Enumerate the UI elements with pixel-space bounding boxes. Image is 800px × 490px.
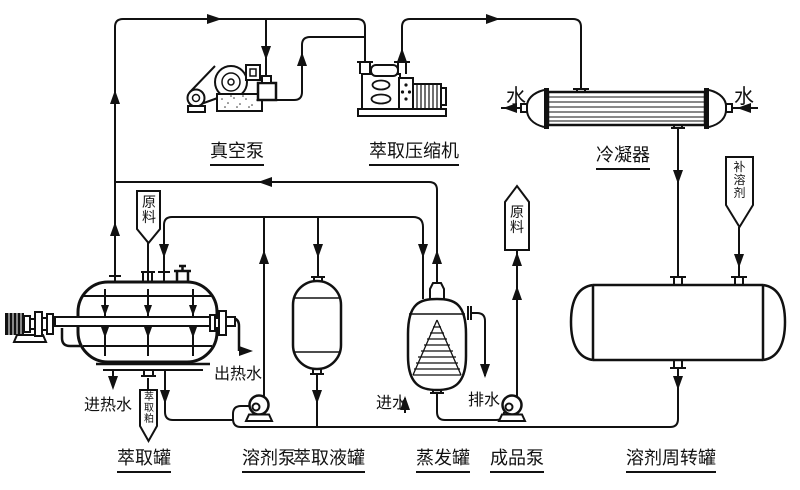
flow-arrow xyxy=(239,346,253,356)
speckle-texture xyxy=(221,95,258,108)
flow-arrow xyxy=(108,376,118,390)
flange xyxy=(670,360,686,369)
pipe xyxy=(232,368,679,428)
flow-arrow xyxy=(258,177,272,187)
flow-arrow xyxy=(160,390,170,404)
water-right-label: 水 xyxy=(734,84,754,108)
hot-water-in-label: 进热水 xyxy=(84,395,133,414)
pipe xyxy=(115,181,438,283)
flow-arrow xyxy=(261,46,271,60)
pipe xyxy=(164,370,233,421)
raw-material-out-banner xyxy=(504,184,530,251)
solvent-pump-symbol xyxy=(244,394,274,422)
compressor-symbol xyxy=(357,61,447,117)
condenser-label: 冷凝器 xyxy=(596,141,650,170)
solvent-pump-label: 溶剂泵 xyxy=(242,444,296,473)
solvent-storage-tank-label: 溶剂周转罐 xyxy=(626,444,716,473)
stream-banners xyxy=(136,156,754,444)
vacuum-pump-label: 真空泵 xyxy=(210,137,264,166)
extract-tank-label: 萃取液罐 xyxy=(293,444,365,473)
flow-arrow xyxy=(297,52,307,66)
flow-arrow xyxy=(418,244,428,258)
extraction-meal-banner-text: 萃取粕 xyxy=(144,392,154,425)
product-pump-symbol xyxy=(497,394,527,422)
extraction-tank-symbol xyxy=(5,280,236,371)
flow-arrow xyxy=(312,390,322,404)
compressor-label: 萃取压缩机 xyxy=(369,137,459,166)
flow-arrow xyxy=(734,254,744,268)
pipe xyxy=(163,216,424,299)
flange xyxy=(174,264,191,282)
flange-fittings xyxy=(109,88,747,394)
flange xyxy=(141,271,155,282)
flow-arrow xyxy=(159,244,169,258)
pipe xyxy=(471,312,486,376)
condenser-symbol xyxy=(520,88,733,129)
pipe xyxy=(401,18,582,89)
water-in-label: 进水 xyxy=(376,393,409,412)
flow-arrow xyxy=(503,103,517,113)
flow-arrow xyxy=(512,252,522,266)
extraction-tank-label: 萃取罐 xyxy=(117,444,171,473)
evaporator-label: 蒸发罐 xyxy=(416,444,470,473)
flow-arrow xyxy=(512,286,522,300)
flow-arrow xyxy=(480,364,490,378)
pipe xyxy=(60,328,80,348)
flange xyxy=(467,306,472,320)
water-left-label: 水 xyxy=(506,84,526,108)
flow-arrow xyxy=(207,14,222,24)
flow-arrow xyxy=(432,250,442,264)
flow-arrow xyxy=(673,376,683,390)
flow-arrow xyxy=(673,170,683,184)
flange xyxy=(731,276,747,285)
flow-arrow xyxy=(400,396,410,410)
extraction-meal-banner xyxy=(139,389,158,444)
flange xyxy=(670,276,686,285)
evaporator-symbol xyxy=(406,282,468,392)
solvent-storage-tank-symbol xyxy=(569,283,787,362)
flow-arrow xyxy=(110,222,120,236)
flow-arrow xyxy=(737,103,751,113)
extract-tank-symbol xyxy=(291,279,343,371)
makeup-solvent-banner xyxy=(725,156,754,229)
flow-arrow xyxy=(110,90,120,104)
flow-arrow xyxy=(259,250,269,264)
pipe xyxy=(276,36,365,101)
agitator-paddles xyxy=(101,305,197,338)
makeup-solvent-banner-text: 补溶剂 xyxy=(733,160,746,200)
flow-arrows xyxy=(108,14,751,410)
raw-material-feed-banner xyxy=(136,190,161,245)
heating-coil xyxy=(412,319,462,376)
pipe xyxy=(114,18,366,282)
vacuum-pump-symbol xyxy=(186,64,278,113)
product-pump-label: 成品泵 xyxy=(490,444,544,473)
raw-material-feed-banner-text: 原料 xyxy=(142,195,156,227)
flow-arrow xyxy=(313,244,323,258)
flow-arrow xyxy=(486,14,500,24)
flow-arrow xyxy=(397,48,407,62)
hot-water-out-label: 出热水 xyxy=(214,364,263,383)
water-drain-label: 排水 xyxy=(468,390,501,409)
raw-material-out-banner-text: 原料 xyxy=(510,205,524,237)
